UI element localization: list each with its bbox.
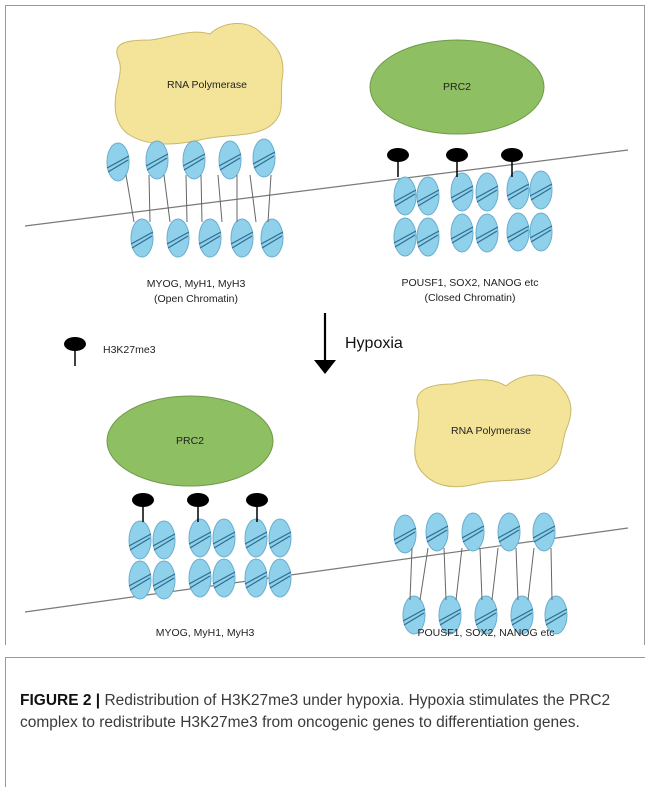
top-prc2-label: PRC2 — [443, 81, 471, 93]
bottom-left-genes: MYOG, MyH1, MyH3 — [156, 627, 255, 639]
caption-text: Redistribution of H3K27me3 under hypoxia… — [20, 692, 611, 731]
top-rna-polymerase-label: RNA Polymerase — [167, 79, 247, 91]
bottom-rna-polymerase-shape — [414, 374, 572, 488]
bottom-rna-polymerase-label: RNA Polymerase — [451, 425, 531, 437]
top-h3k27me3-marks — [386, 147, 524, 178]
top-dna-line — [24, 149, 629, 227]
diagram-border — [5, 5, 645, 645]
chromatin-diagram: RNA Polymerase PRC2 MY — [24, 22, 629, 639]
bottom-closed-chromatin — [128, 518, 292, 600]
hypoxia-arrow-head — [314, 360, 336, 374]
bottom-right-genes: POUSF1, SOX2, NANOG etc — [417, 627, 554, 639]
bottom-open-chromatin — [393, 512, 568, 635]
top-right-state: (Closed Chromatin) — [424, 292, 515, 304]
caption-label: FIGURE 2 | — [20, 692, 101, 709]
bottom-prc2-label: PRC2 — [176, 435, 204, 447]
bottom-prc2-ellipse — [106, 395, 274, 487]
top-left-state: (Open Chromatin) — [154, 293, 238, 305]
top-open-chromatin — [106, 138, 284, 258]
top-closed-chromatin — [393, 170, 553, 257]
rna-polymerase-shape — [114, 22, 284, 145]
caption-left-rule — [5, 657, 6, 787]
figure-caption: FIGURE 2 | Redistribution of H3K27me3 un… — [20, 690, 640, 734]
bottom-dna-line — [24, 527, 629, 613]
hypoxia-label: Hypoxia — [345, 335, 403, 352]
legend-mark-icon — [63, 336, 87, 367]
top-prc2-ellipse — [369, 39, 545, 135]
legend-mark-label: H3K27me3 — [103, 344, 156, 356]
bottom-h3k27me3-marks — [131, 492, 269, 523]
top-right-genes: POUSF1, SOX2, NANOG etc — [401, 277, 538, 289]
caption-divider — [5, 657, 645, 658]
top-left-genes: MYOG, MyH1, MyH3 — [147, 278, 246, 290]
